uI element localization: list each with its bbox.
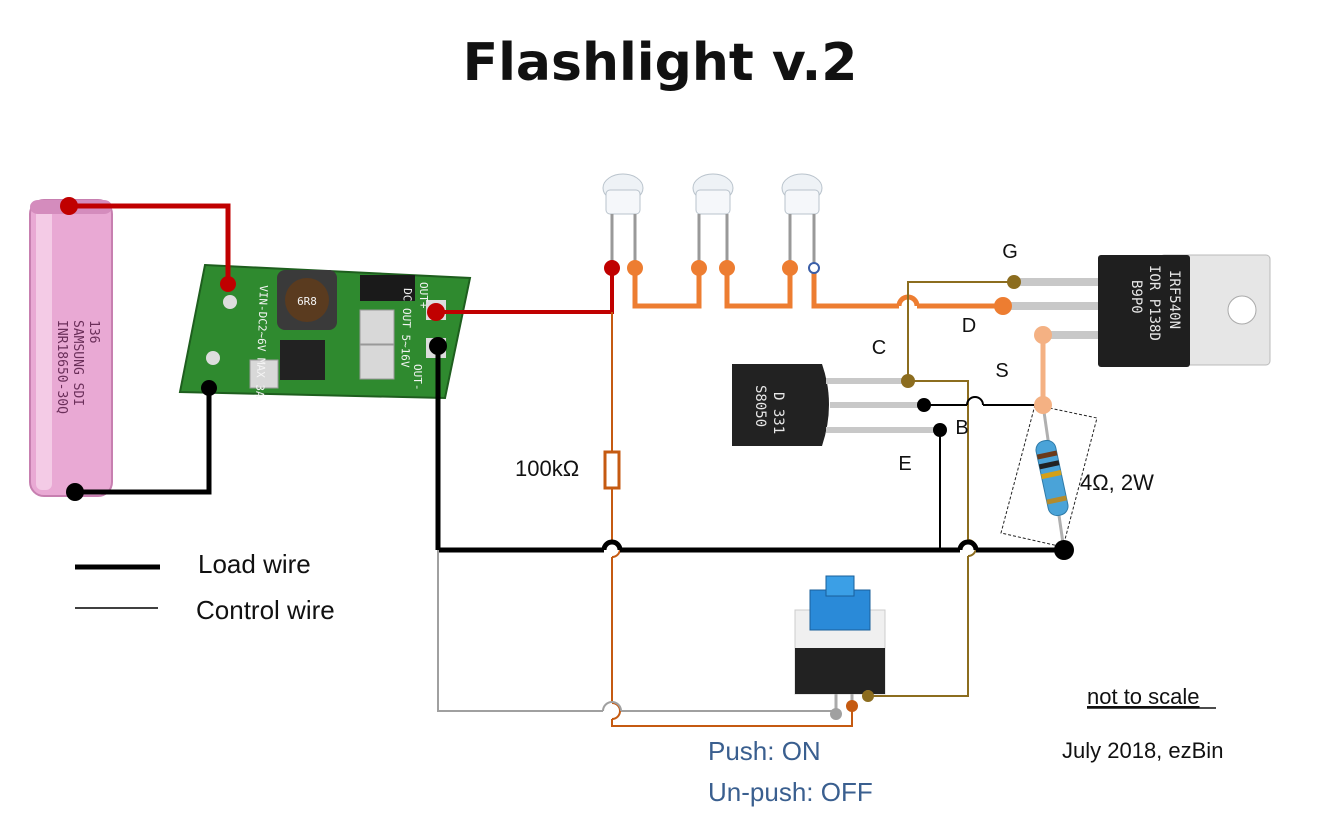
- dot-led1-cathode: [627, 260, 643, 276]
- battery-18650: INR18650-30Q SAMSUNG SDI 136: [29, 199, 113, 497]
- not-to-scale-note: not to scale: [1087, 684, 1200, 709]
- dot-drain: [994, 297, 1012, 315]
- dot-source: [1034, 326, 1052, 344]
- led-3: [781, 173, 823, 268]
- dot-battery-positive: [60, 197, 78, 215]
- legend-control-wire-label: Control wire: [196, 595, 335, 625]
- dot-led3-anode: [782, 260, 798, 276]
- dot-converter-in-positive: [220, 276, 236, 292]
- dot-converter-out-negative: [429, 337, 447, 355]
- pin-label-b: B: [955, 417, 968, 439]
- mosfet-irf540n: IRF540N IOR P138D B9P0: [1003, 254, 1271, 367]
- dot-led3-cathode: [808, 262, 820, 274]
- led-2: [692, 173, 734, 268]
- wire-base-crossing: [966, 396, 984, 406]
- wire-switch-ground-crossing: [602, 701, 622, 712]
- wire-led-chain-2: [724, 268, 793, 309]
- wire-100k-crossing-2: [611, 702, 621, 720]
- dot-converter-out-positive: [427, 303, 445, 321]
- pin-label-c: C: [872, 337, 886, 359]
- dot-converter-in-negative: [201, 380, 217, 396]
- transistor-s8050: S8050 D 331: [732, 364, 940, 446]
- wire-ground-crossing-1: [601, 539, 623, 551]
- dot-switch-pin-2: [846, 700, 858, 712]
- pin-label-d: D: [962, 315, 976, 337]
- mosfet-label-3: B9P0: [1128, 280, 1144, 314]
- credit-note: July 2018, ezBin: [1062, 738, 1223, 763]
- wire-led-chain-1: [632, 268, 702, 309]
- wire-100k-to-switch: [611, 706, 853, 727]
- wire-collector: [908, 380, 969, 540]
- switch-on-label: Push: ON: [708, 736, 821, 766]
- converter-out-minus-label: OUT-: [411, 364, 424, 391]
- mosfet-label-1: IRF540N: [1166, 270, 1182, 329]
- led-1: [602, 173, 644, 268]
- dot-led2-cathode: [719, 260, 735, 276]
- dot-source-resistor: [1034, 396, 1052, 414]
- battery-label-line1: INR18650-30Q: [54, 320, 69, 414]
- converter-dc-out-label: DC OUT 5~16V: [398, 288, 414, 368]
- dot-ground-end: [1054, 540, 1074, 560]
- wire-battery-negative: [75, 388, 212, 495]
- transistor-label-2: D 331: [770, 392, 786, 434]
- resistor-4ohm: [1000, 404, 1098, 551]
- converter-out-plus-label: OUT+: [417, 282, 430, 309]
- dot-collector: [901, 374, 915, 388]
- switch-off-label: Un-push: OFF: [708, 777, 873, 807]
- converter-vin-label: VIN-DC2~6V MAX 3A: [253, 285, 270, 398]
- dot-switch-pin-3: [862, 690, 874, 702]
- pin-label-e: E: [898, 453, 911, 475]
- dot-base: [917, 398, 931, 412]
- transistor-label-1: S8050: [752, 385, 768, 427]
- wire-ground-crossing-2: [957, 539, 979, 551]
- pin-label-s: S: [995, 360, 1008, 382]
- inductor-label: 6R8: [297, 295, 317, 308]
- dot-switch-pin-1: [830, 708, 842, 720]
- boost-converter-board: 6R8 OUT+ OUT- DC OUT 5~16V VIN-DC2~6V MA…: [178, 263, 472, 400]
- dot-emitter: [933, 423, 947, 437]
- push-button-switch[interactable]: [794, 575, 886, 714]
- pin-label-g: G: [1002, 241, 1018, 263]
- resistor-100k: [603, 450, 621, 490]
- dot-led1-anode: [604, 260, 620, 276]
- wire-gate: [907, 281, 1014, 381]
- dot-led2-anode: [691, 260, 707, 276]
- battery-label-line2: SAMSUNG SDI: [70, 320, 85, 406]
- wire-collector-to-switch: [868, 556, 969, 697]
- wire-battery-positive: [69, 203, 231, 284]
- resistor-4ohm-label: 4Ω, 2W: [1080, 470, 1154, 495]
- dot-battery-negative: [66, 483, 84, 501]
- wire-led-to-drain: [811, 268, 899, 309]
- battery-label-line3: 136: [86, 320, 101, 343]
- mosfet-label-2: IOR P138D: [1146, 265, 1162, 341]
- resistor-100k-label: 100kΩ: [515, 456, 579, 481]
- dot-gate: [1007, 275, 1021, 289]
- diagram-title: Flashlight v.2: [463, 33, 858, 93]
- legend-load-wire-label: Load wire: [198, 549, 311, 579]
- wire-switch-ground: [437, 550, 603, 712]
